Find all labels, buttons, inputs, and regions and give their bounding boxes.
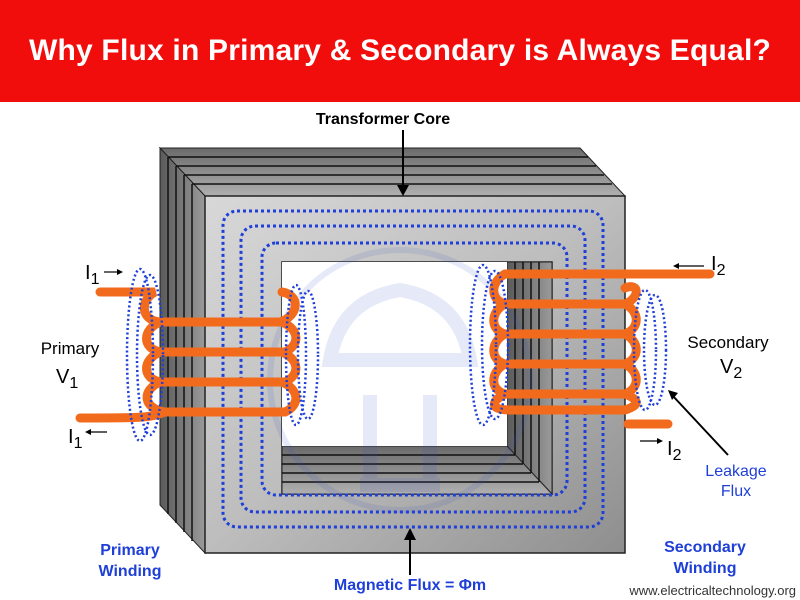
magnetic-flux-label: Magnetic Flux = Φm (334, 577, 486, 594)
leakage-flux-label-line2: Flux (721, 483, 751, 500)
window-laminations (281, 261, 554, 496)
leakage-flux-loops (125, 263, 668, 443)
website-label: www.electricaltechnology.org (628, 583, 796, 598)
i1-top-label: I1 (85, 262, 100, 288)
page-title: Why Flux in Primary & Secondary is Alway… (28, 34, 772, 67)
primary-winding-label-line2: Winding (99, 563, 162, 580)
transformer-diagram: Transformer Core I1 I1 I2 I2 Primary V1 … (41, 111, 796, 598)
magnetic-flux-loops (221, 209, 605, 529)
primary-winding-label-line1: Primary (100, 542, 160, 559)
title-banner: Why Flux in Primary & Secondary is Alway… (0, 0, 800, 102)
arrows (85, 130, 729, 575)
leakage-flux-label-line1: Leakage (705, 463, 766, 480)
secondary-label: Secondary (687, 333, 769, 352)
i2-bottom-label: I2 (667, 438, 682, 464)
primary-winding (75, 287, 301, 423)
secondary-winding-label-line2: Winding (674, 560, 737, 577)
v2-label: V2 (720, 356, 742, 382)
i2-top-label: I2 (711, 253, 726, 279)
i1-bottom-label: I1 (68, 426, 83, 452)
primary-label: Primary (41, 339, 100, 358)
secondary-winding-label-line1: Secondary (664, 539, 746, 556)
transformer-core-label: Transformer Core (316, 111, 450, 128)
v1-label: V1 (56, 366, 78, 392)
